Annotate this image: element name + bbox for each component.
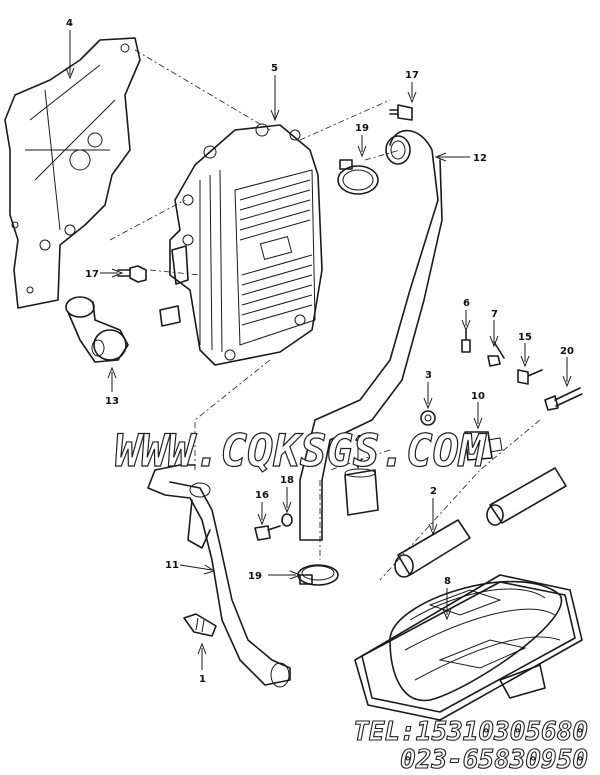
hose [299,129,443,541]
callout-15: 15 [518,332,532,343]
hose-clamp-upper [337,159,379,195]
leader-lines [65,30,572,670]
callout-10: 10 [471,391,485,402]
callout-19-top: 19 [355,123,369,134]
fuel-line [147,464,291,688]
hardware-bolts [117,104,583,637]
callout-4-bracket: 4 [66,18,73,29]
callout-13: 13 [105,396,119,407]
callout-4-sleeve: 4 [355,434,362,445]
assembly-centerlines [109,49,541,581]
callout-17-left: 17 [85,269,99,280]
tubes [394,467,567,578]
callout-1: 1 [199,674,206,685]
callout-12: 12 [473,153,487,164]
callout-2: 2 [430,486,437,497]
cover-plate [354,574,583,721]
callout-18: 18 [280,475,294,486]
hose-clamp-lower [297,564,339,586]
callout-11: 11 [165,560,179,571]
sleeve [344,468,379,516]
callout-19-bottom: 19 [248,571,262,582]
watermark: WWW.CQKSGS.COM [115,426,487,477]
callout-3: 3 [425,370,432,381]
control-module [159,123,323,366]
callouts: 4 5 17 19 12 17 13 6 7 15 20 3 10 4 16 1… [66,18,574,685]
callout-6: 6 [463,298,470,309]
footer-phone: 023-65830950 [400,745,588,775]
callout-5: 5 [271,63,278,74]
callout-7: 7 [491,309,498,320]
callout-16: 16 [255,490,269,501]
mounting-bracket [4,37,141,309]
callout-8: 8 [444,576,451,587]
footer-tel: TEL:15310305680 [353,717,588,747]
callout-17-top: 17 [405,70,419,81]
callout-20: 20 [560,346,574,357]
elbow-fitting [65,296,129,363]
